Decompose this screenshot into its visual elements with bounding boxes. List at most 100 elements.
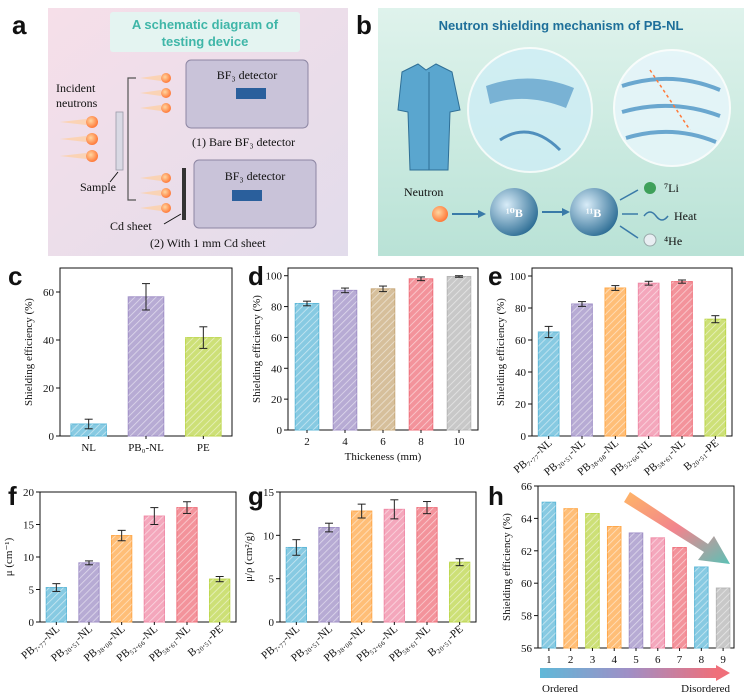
bar-hatch xyxy=(651,537,665,648)
y-tick-label: 62 xyxy=(521,546,532,558)
b10-label: ¹⁰B xyxy=(506,206,523,220)
heat-wave-icon xyxy=(643,211,669,221)
cd-sheet xyxy=(182,168,186,220)
y-tick-label: 100 xyxy=(266,271,283,283)
bar-hatch xyxy=(542,502,556,648)
cd-sheet-label: Cd sheet xyxy=(110,219,152,233)
bar-hatch xyxy=(409,278,433,430)
b10-cluster xyxy=(490,188,538,236)
schematic-a-title-line2: testing device xyxy=(162,34,249,49)
bar-hatch xyxy=(176,507,198,622)
y-tick-label: 64 xyxy=(521,513,533,525)
bar-hatch xyxy=(605,288,626,436)
schematic-a-title-line1: A schematic diagram of xyxy=(132,17,279,32)
detector-label-1: BF₃ detector xyxy=(217,68,278,82)
y-tick-label: 5 xyxy=(29,585,35,597)
detector-element-1 xyxy=(236,88,266,99)
caption-cd-sheet: (2) With 1 mm Cd sheet xyxy=(150,236,266,250)
x-tick-label: NL xyxy=(81,442,96,454)
bar-hatch xyxy=(629,532,643,648)
y-tick-label: 80 xyxy=(515,303,527,315)
x-tick-label: B₂₀.₅₁-PE xyxy=(186,623,226,659)
panel-letter-e: e xyxy=(488,261,502,291)
incident-label-line2: neutrons xyxy=(56,96,98,110)
bar-hatch xyxy=(585,513,600,648)
y-tick-label: 20 xyxy=(43,383,55,395)
chain-1 xyxy=(621,76,721,92)
bar-hatch xyxy=(694,567,709,648)
x-tick-label: B₂₀.₅₁-PE xyxy=(681,437,721,473)
y-tick-label: 58 xyxy=(521,611,533,623)
y-axis-label: Shielding efficiency (%) xyxy=(495,298,507,406)
bar-hatch xyxy=(318,527,340,622)
x-axis-label: Thickeness (mm) xyxy=(345,451,422,463)
sample-pointer xyxy=(109,171,119,183)
x-tick-label: 8 xyxy=(418,436,424,448)
y-tick-label: 80 xyxy=(271,302,283,314)
y-axis-label: Shielding efficiency (%) xyxy=(501,513,513,621)
beam-bracket xyxy=(127,77,136,201)
y-tick-label: 0 xyxy=(277,425,283,437)
x-tick-label: 2 xyxy=(304,436,310,448)
sample-label: Sample xyxy=(80,180,116,194)
detector-label-2: BF₃ detector xyxy=(225,169,286,183)
neutron-beam-lower xyxy=(140,173,171,213)
panel-letter-d: d xyxy=(248,261,264,291)
trend-arrow-icon xyxy=(624,492,730,564)
y-tick-label: 60 xyxy=(515,335,527,347)
reaction-arrow-2-head xyxy=(562,208,570,216)
heat-label: Heat xyxy=(674,209,697,223)
x-tick-label: 7 xyxy=(677,654,683,666)
chain-3 xyxy=(625,129,717,144)
y-tick-label: 20 xyxy=(271,394,283,406)
x-tick-label: B₂₀.₅₁-PE xyxy=(426,623,466,659)
y-tick-label: 15 xyxy=(23,520,35,532)
plot-frame xyxy=(531,267,733,437)
bar-hatch xyxy=(351,511,372,622)
bar-hatch xyxy=(416,507,438,622)
x-tick-label: 9 xyxy=(720,654,726,666)
schematic-a-title-box xyxy=(110,12,300,52)
b11-cluster xyxy=(570,188,618,236)
y-tick-label: 20 xyxy=(515,399,527,411)
y-axis-label: μ (cm⁻¹) xyxy=(3,537,15,576)
y-tick-label: 0 xyxy=(269,617,275,629)
panel-letter-b: b xyxy=(356,10,372,40)
x-tick-label: 6 xyxy=(380,436,386,448)
bar-hatch xyxy=(144,516,165,622)
plot-frame xyxy=(39,491,237,623)
y-tick-label: 60 xyxy=(521,578,533,590)
panel-b: b Neutron shielding mechanism of PB-NL N… xyxy=(356,8,744,256)
he-ball xyxy=(643,233,657,247)
product-arrow-he xyxy=(619,225,639,239)
neutron-ball xyxy=(432,206,448,222)
y-axis-label: μ/ρ (cm²/g) xyxy=(243,532,255,582)
neutron-label: Neutron xyxy=(404,185,443,199)
bar-hatch xyxy=(78,562,100,622)
bar-hatch xyxy=(185,337,222,436)
x-tick-label: 4 xyxy=(611,654,617,666)
reaction-arrow-1-head xyxy=(478,210,486,218)
bar-hatch xyxy=(563,508,578,648)
y-tick-label: 60 xyxy=(271,332,283,344)
bar-hatch xyxy=(70,424,107,436)
x-tick-label: 6 xyxy=(655,654,661,666)
cd-sheet-pointer xyxy=(163,213,182,225)
bar-hatch xyxy=(571,304,593,436)
bar-hatch xyxy=(295,303,319,430)
bar-hatch xyxy=(449,562,470,622)
y-tick-label: 40 xyxy=(43,335,55,347)
y-tick-label: 5 xyxy=(269,574,275,586)
bar-hatch xyxy=(209,579,230,622)
bar-hatch xyxy=(538,332,559,436)
x-tick-label: 8 xyxy=(699,654,705,666)
y-tick-label: 10 xyxy=(23,552,35,564)
panel-letter-a: a xyxy=(12,10,27,40)
product-arrow-li xyxy=(619,189,639,201)
y-tick-label: 40 xyxy=(515,367,527,379)
sample-plate xyxy=(115,111,124,171)
